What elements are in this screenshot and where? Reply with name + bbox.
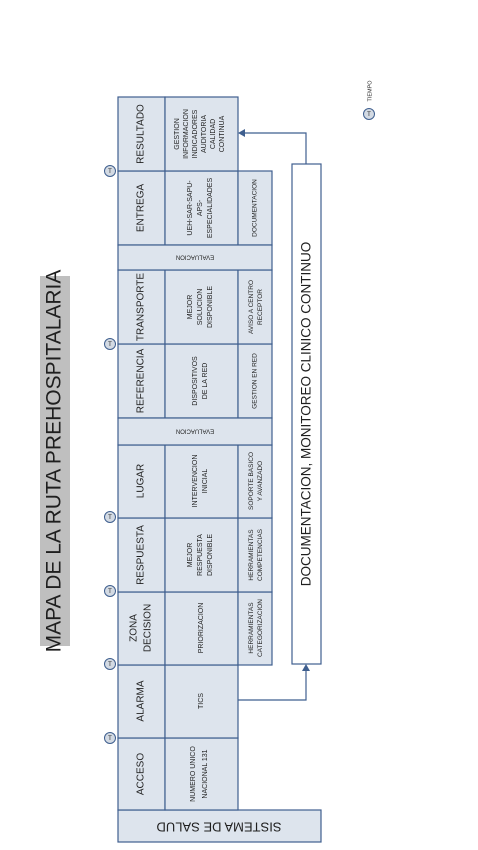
- detail-zona-decision: PRIORIZACION: [198, 603, 205, 654]
- stage-box-alarma: [117, 664, 166, 739]
- stage-name-transporte: TRANSPORTE: [136, 273, 147, 341]
- support-box-respuesta: [237, 517, 273, 593]
- arrow-monitoring-to-resultado: [242, 132, 307, 164]
- arrow-head-up: [302, 664, 310, 671]
- time-marker-icon: [104, 732, 116, 744]
- time-marker-icon: [104, 338, 116, 350]
- detail-box-referencia: [164, 343, 239, 419]
- time-marker-label: T: [108, 169, 112, 175]
- time-marker-label: T: [108, 589, 112, 595]
- evaluation-band-1: [117, 417, 273, 446]
- detail-box-acceso: [164, 737, 239, 811]
- evaluation-label-2: EVALUACION: [176, 253, 214, 259]
- stage-name-column: [117, 96, 166, 811]
- legend-time-icon: [363, 108, 375, 120]
- detail-box-resultado: [164, 96, 239, 172]
- support-box-transporte: [237, 269, 273, 345]
- evaluation-label-1: EVALUACION: [176, 427, 214, 433]
- stage-name-alarma: ALARMA: [136, 680, 147, 721]
- legend-label: TIEMPO: [367, 80, 373, 102]
- support-entrega: DOCUMENTACION: [252, 179, 259, 237]
- monitoring-box: [291, 163, 322, 665]
- stage-name-lugar: LUGAR: [136, 464, 147, 498]
- stage-name-resultado: RESULTADO: [136, 104, 147, 164]
- base-label: SISTEMA DE SALUD: [157, 820, 282, 835]
- time-marker-label: T: [108, 515, 112, 521]
- stage-name-zona: ZONA: [129, 614, 140, 642]
- stage-name-entrega: ENTREGA: [136, 184, 147, 233]
- connector-arrows: [238, 132, 307, 701]
- stage-names: ACCESO ALARMA ZONA DECISION RESPUESTA LU…: [129, 104, 154, 795]
- time-marker-icon: [104, 165, 116, 177]
- stage-name-acceso: ACCESO: [136, 753, 147, 795]
- title-banner: [40, 276, 70, 646]
- stage-detail-column: [164, 96, 239, 811]
- stage-box-entrega: [117, 170, 166, 246]
- stage-box-lugar: [117, 444, 166, 519]
- base-box: [117, 809, 322, 843]
- detail-box-lugar: [164, 444, 239, 519]
- detail-box-transporte: [164, 269, 239, 345]
- stage-name-respuesta: RESPUESTA: [136, 525, 147, 585]
- stage-name-decision: DECISION: [143, 604, 154, 652]
- support-referencia: GESTION EN RED: [252, 353, 259, 409]
- legend-time-marker: T: [367, 112, 371, 118]
- time-marker-label: T: [108, 736, 112, 742]
- arrow-alarma-to-monitoring: [238, 668, 307, 701]
- time-marker-icon: [104, 585, 116, 597]
- detail-box-zona-decision: [164, 591, 239, 666]
- detail-alarma: TICS: [198, 693, 205, 709]
- monitoring-label: DOCUMENTACION, MONITOREO CLINICO CONTINU…: [299, 242, 314, 587]
- stage-name-referencia: REFERENCIA: [136, 348, 147, 413]
- stage-box-respuesta: [117, 517, 166, 593]
- arrow-head-left: [238, 129, 245, 137]
- time-marker-icon: [104, 658, 116, 670]
- detail-box-respuesta: [164, 517, 239, 593]
- detail-box-entrega: [164, 170, 239, 246]
- support-box-entrega: [237, 170, 273, 246]
- time-marker-label: T: [108, 342, 112, 348]
- detail-box-alarma: [164, 664, 239, 739]
- support-box-zona-decision: [237, 591, 273, 666]
- time-marker-icon: [104, 511, 116, 523]
- evaluation-band-2: [117, 244, 273, 271]
- stage-box-resultado: [117, 96, 166, 172]
- time-marker-labels: T T T T T T: [108, 169, 112, 742]
- page-title: MAPA DE LA RUTA PREHOSPITALARIA: [43, 270, 66, 653]
- support-box-lugar: [237, 444, 273, 519]
- stage-box-transporte: [117, 269, 166, 345]
- time-markers: [104, 165, 116, 744]
- stage-box-zona-decision: [117, 591, 166, 666]
- stage-support-column: [237, 170, 273, 666]
- time-marker-label: T: [108, 662, 112, 668]
- detail-entrega: UEH-SAR-SAPU-APS-ESPECIALIDADES: [187, 178, 214, 239]
